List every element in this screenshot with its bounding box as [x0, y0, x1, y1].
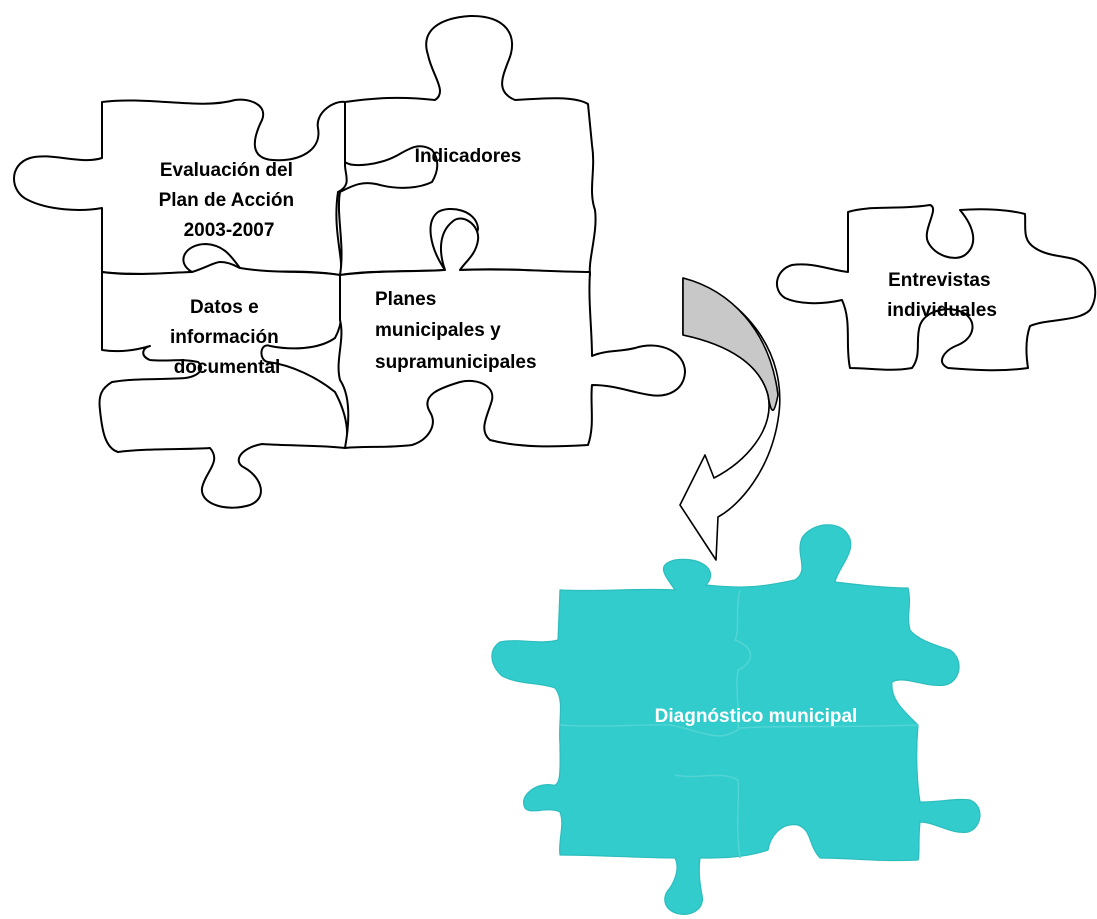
label-entrevistas: Entrevistas individuales — [887, 270, 997, 321]
label-datos: Datos e información documental — [170, 297, 284, 378]
label-planes: Planes municipales y supramunicipales — [375, 289, 537, 373]
piece-datos — [98, 261, 349, 509]
curved-arrow-shade — [682, 277, 779, 411]
label-evaluacion: Evaluación del Plan de Acción 2003-2007 — [159, 160, 300, 241]
piece-diagnostico — [491, 524, 981, 915]
teal-seam-horizontal — [559, 724, 919, 737]
label-indicadores: Indicadores — [415, 146, 522, 167]
piece-evaluacion — [13, 98, 348, 276]
piece-entrevistas — [776, 204, 1097, 372]
teal-seam-vertical — [733, 589, 752, 729]
piece-planes — [337, 217, 686, 449]
teal-seam-lower — [674, 774, 741, 859]
label-diagnostico: Diagnóstico municipal — [655, 706, 858, 727]
